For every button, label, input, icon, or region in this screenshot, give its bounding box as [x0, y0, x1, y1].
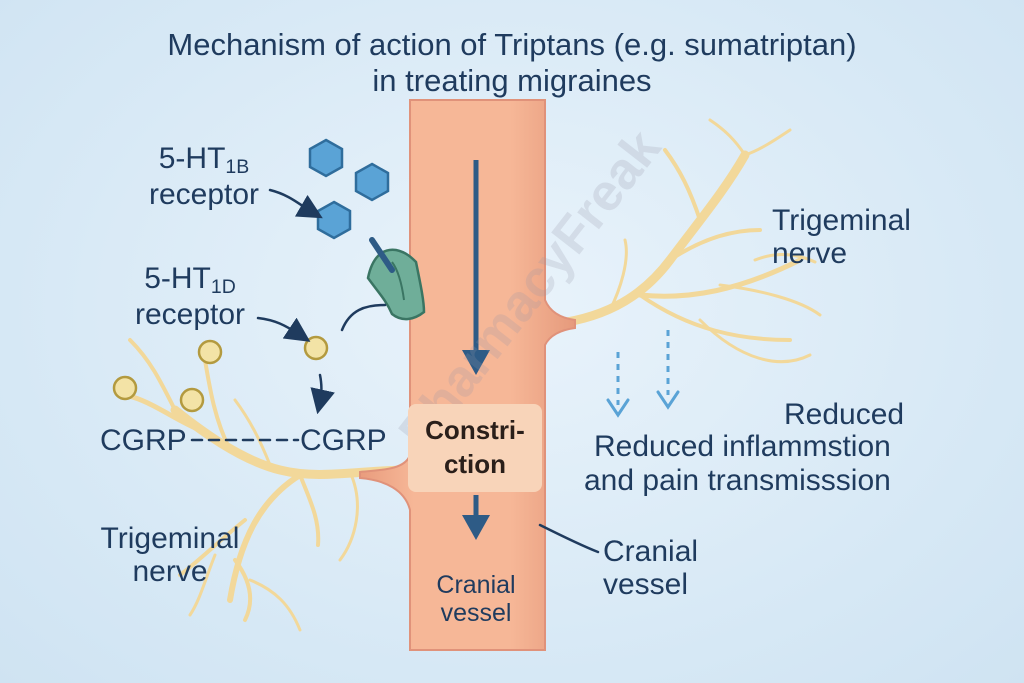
receptor-1d-label: 5-HT1D receptor [134, 262, 246, 332]
cranial-vessel [359, 99, 576, 651]
receptor-1b-label: 5-HT1B receptor [148, 142, 260, 212]
cgrp-label-right: CGRP [300, 424, 387, 457]
reduced-effect-line-2: and pain transmisssion [584, 464, 891, 497]
constriction-label: Constri- ction [408, 404, 542, 492]
reduced-effect-line-1: Reduced inflammstion [594, 430, 891, 463]
title-line-1: Mechanism of action of Triptans (e.g. su… [167, 27, 857, 62]
title-line-2: in treating migraines [372, 63, 652, 98]
label-pointers [190, 188, 600, 554]
reduced-label: Reduced [784, 398, 905, 431]
trigeminal-nerve-right [540, 118, 822, 363]
hexagon-icon [308, 138, 390, 240]
trigeminal-nerve-left [122, 338, 415, 632]
circle-icon [112, 335, 329, 413]
constriction-arrow [462, 160, 490, 540]
receptor-icon [366, 237, 426, 321]
reduced-arrows [606, 330, 680, 418]
cgrp-label-left: CGRP [100, 424, 187, 457]
